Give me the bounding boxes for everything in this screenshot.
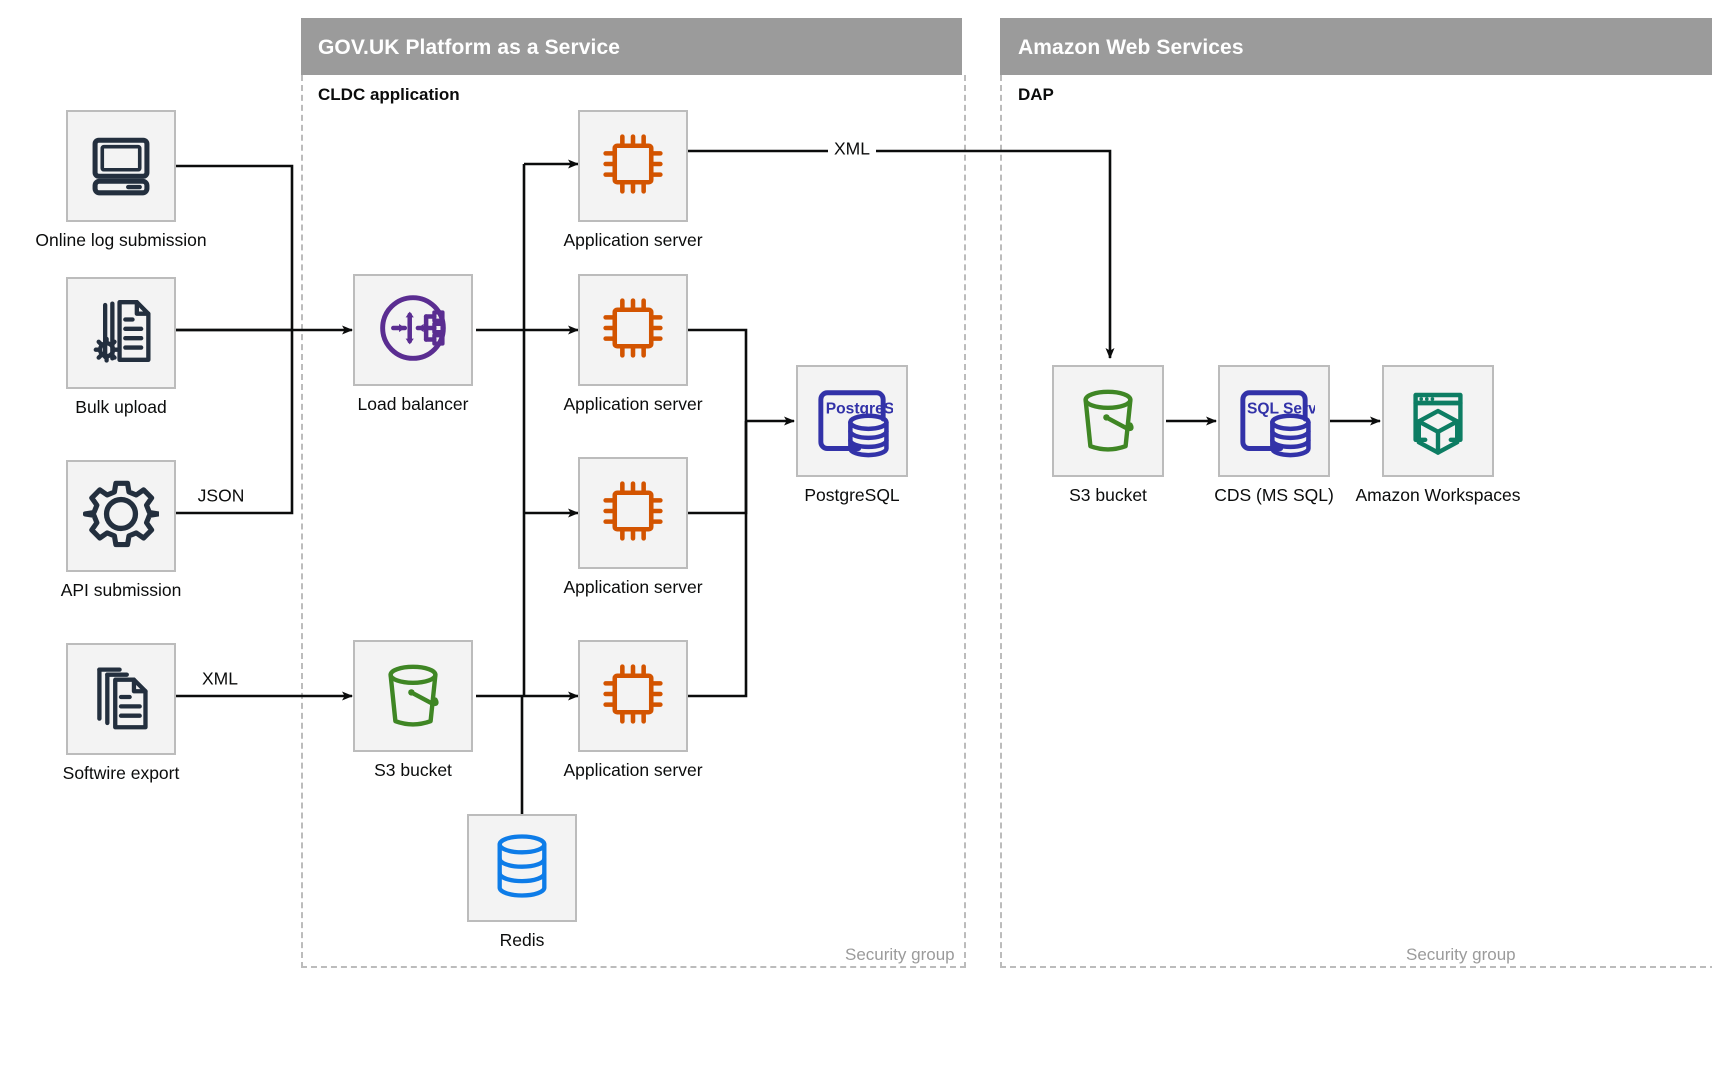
node-redis[interactable]: Redis xyxy=(467,814,577,950)
node-online-log-submission[interactable]: Online log submission xyxy=(35,110,207,250)
postgresql-icon: PostgreSQL xyxy=(811,378,916,465)
node-tile xyxy=(66,110,176,222)
amazon-workspaces-icon xyxy=(1398,379,1478,464)
gear-icon xyxy=(82,476,161,557)
node-application-server-4[interactable]: Application server xyxy=(563,640,703,780)
group-band-aws xyxy=(1000,18,1712,75)
node-tile xyxy=(66,643,176,755)
node-tile xyxy=(353,640,473,752)
node-tile xyxy=(1382,365,1494,477)
node-tile xyxy=(578,640,688,752)
cpu-chip-icon xyxy=(595,656,671,737)
node-tile xyxy=(578,457,688,569)
node-label: Application server xyxy=(563,577,703,597)
node-tile xyxy=(1052,365,1164,477)
node-label: S3 bucket xyxy=(374,760,452,780)
cpu-chip-icon xyxy=(595,290,671,371)
group-title-paas: GOV.UK Platform as a Service xyxy=(318,36,620,59)
cpu-chip-icon xyxy=(595,473,671,554)
node-label: Application server xyxy=(563,230,703,250)
node-label: Online log submission xyxy=(35,230,207,250)
node-application-server-3[interactable]: Application server xyxy=(563,457,703,597)
node-tile xyxy=(467,814,577,922)
cpu-chip-icon xyxy=(595,126,671,207)
node-application-server-1[interactable]: Application server xyxy=(563,110,703,250)
node-label: Amazon Workspaces xyxy=(1355,485,1521,505)
group-box-aws xyxy=(1000,75,1712,968)
desktop-computer-icon xyxy=(85,128,157,205)
group-subtitle-cldc: CLDC application xyxy=(318,85,460,104)
security-group-label-aws: Security group xyxy=(1406,945,1516,964)
node-softwire-export[interactable]: Softwire export xyxy=(63,643,179,783)
s3-bucket-icon xyxy=(1068,379,1148,464)
node-label: Load balancer xyxy=(357,394,469,414)
node-application-server-2[interactable]: Application server xyxy=(563,274,703,414)
node-label: CDS (MS SQL) xyxy=(1214,485,1334,505)
node-tile xyxy=(353,274,473,386)
node-tile: SQL Server xyxy=(1218,365,1332,477)
node-label: Application server xyxy=(563,394,703,414)
node-label: API submission xyxy=(60,580,182,600)
load-balancer-icon xyxy=(372,287,454,374)
group-title-aws: Amazon Web Services xyxy=(1018,36,1244,59)
sql-server-icon-text: SQL Server xyxy=(1247,400,1315,417)
sql-server-icon: SQL Server xyxy=(1233,378,1332,465)
node-bulk-upload[interactable]: Bulk upload xyxy=(66,277,176,417)
node-cds-ms-sql[interactable]: SQL Server CDS (MS SQL) xyxy=(1214,365,1334,505)
node-label: PostgreSQL xyxy=(804,485,900,505)
document-gear-icon xyxy=(85,295,157,372)
node-label: Bulk upload xyxy=(75,397,167,417)
group-band-paas xyxy=(301,18,962,75)
node-load-balancer[interactable]: Load balancer xyxy=(353,274,473,414)
edge-label-xml-dap: XML xyxy=(828,138,876,160)
node-tile xyxy=(66,277,176,389)
group-box-paas xyxy=(301,75,966,968)
node-label: S3 bucket xyxy=(1069,485,1147,505)
node-s3-bucket-paas[interactable]: S3 bucket xyxy=(353,640,473,780)
node-s3-bucket-aws[interactable]: S3 bucket xyxy=(1052,365,1164,505)
stacked-documents-icon xyxy=(85,661,157,738)
security-group-label-paas: Security group xyxy=(845,945,955,964)
node-label: Application server xyxy=(563,760,703,780)
edge-label-xml-softwire: XML xyxy=(196,668,244,690)
node-tile xyxy=(578,274,688,386)
node-postgresql[interactable]: PostgreSQL PostgreSQL xyxy=(796,365,916,505)
node-tile: PostgreSQL xyxy=(796,365,916,477)
node-api-submission[interactable]: API submission xyxy=(61,460,181,600)
node-tile xyxy=(66,460,176,572)
edge-label-json: JSON xyxy=(191,485,251,507)
node-amazon-workspaces[interactable]: Amazon Workspaces xyxy=(1355,365,1521,505)
group-subtitle-dap: DAP xyxy=(1018,85,1054,104)
node-tile xyxy=(578,110,688,222)
node-label: Softwire export xyxy=(62,763,180,783)
database-cylinder-icon xyxy=(491,830,553,907)
node-label: Redis xyxy=(499,930,545,950)
s3-bucket-icon xyxy=(373,654,453,739)
